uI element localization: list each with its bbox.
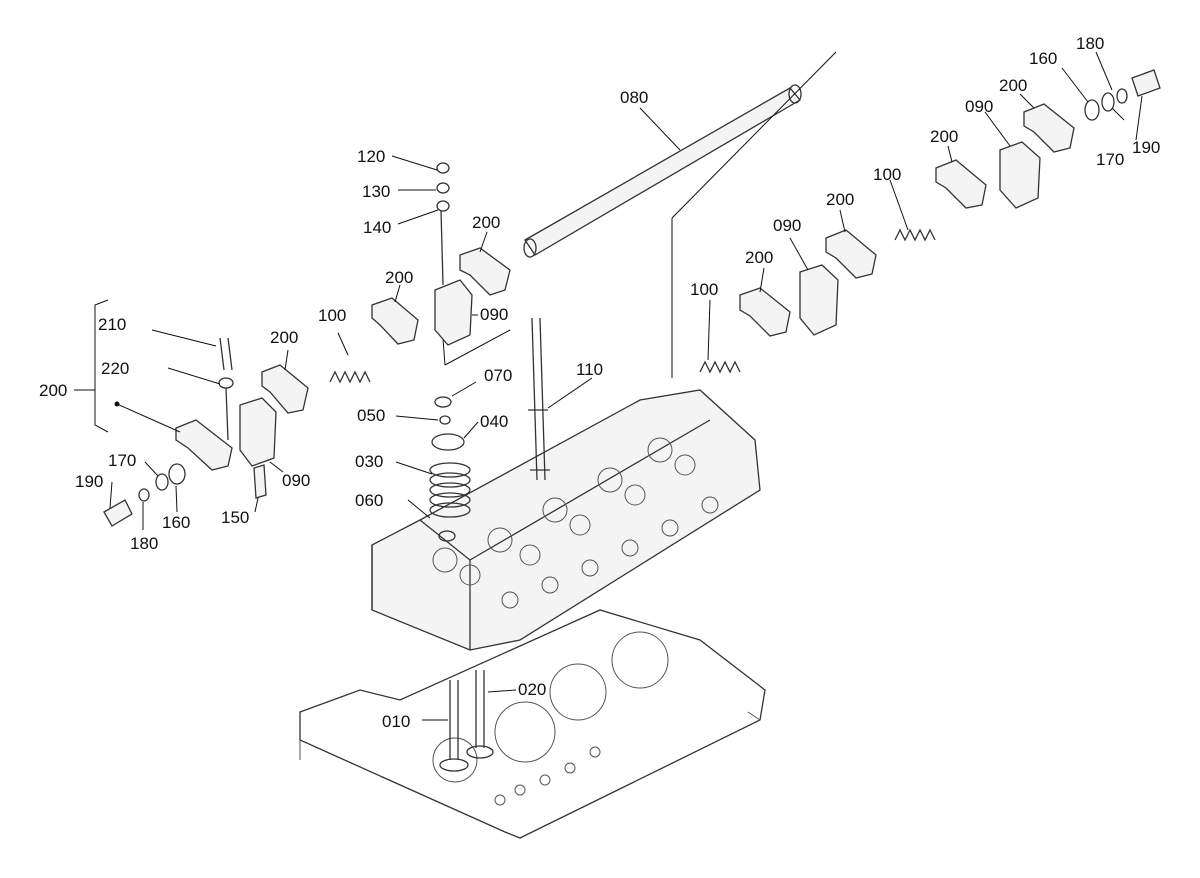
label-110: 110	[576, 360, 603, 379]
part-labels: 080 120 130 140 200 200 090 100 200 210 …	[39, 34, 1160, 731]
valve-spring-stack	[429, 396, 471, 542]
label-170-left: 170	[108, 451, 136, 470]
cylinder-head	[371, 389, 761, 651]
label-200-right-lower: 200	[745, 248, 773, 267]
label-090-right-top: 090	[965, 97, 993, 116]
label-190-left: 190	[75, 472, 103, 491]
label-200-mid: 200	[385, 268, 413, 287]
label-100-right: 100	[873, 165, 901, 184]
label-200-upper: 200	[472, 213, 500, 232]
label-200-left: 200	[270, 328, 298, 347]
label-150: 150	[221, 508, 249, 527]
leader-lines	[74, 51, 1143, 721]
label-010: 010	[382, 712, 410, 731]
label-160-left: 160	[162, 513, 190, 532]
label-200-right-third: 200	[826, 190, 854, 209]
label-190-right: 190	[1132, 138, 1160, 157]
label-140: 140	[363, 218, 391, 237]
label-060: 060	[355, 491, 383, 510]
rocker-shaft	[523, 84, 802, 258]
label-180-left: 180	[130, 534, 158, 553]
label-100-right-lower: 100	[690, 280, 718, 299]
label-020: 020	[518, 680, 546, 699]
label-130: 130	[362, 182, 390, 201]
label-170-right: 170	[1096, 150, 1124, 169]
label-090-right-lower: 090	[773, 216, 801, 235]
label-050: 050	[357, 406, 385, 425]
label-120: 120	[357, 147, 385, 166]
label-200-right-top: 200	[999, 76, 1027, 95]
label-070: 070	[484, 366, 512, 385]
label-080: 080	[620, 88, 648, 107]
label-220: 220	[101, 359, 129, 378]
label-090-left: 090	[282, 471, 310, 490]
valves	[439, 670, 494, 772]
explode-frame	[94, 51, 837, 433]
label-030: 030	[355, 452, 383, 471]
label-180-right: 180	[1076, 34, 1104, 53]
label-210: 210	[98, 315, 126, 334]
label-040: 040	[480, 412, 508, 431]
head-gasket	[299, 609, 766, 839]
label-200-right-second: 200	[930, 127, 958, 146]
label-090-center: 090	[480, 305, 508, 324]
right-rocker-assembly	[699, 69, 1161, 374]
left-rocker-assembly	[103, 162, 511, 527]
push-rod	[528, 317, 550, 481]
label-160-right: 160	[1029, 49, 1057, 68]
label-200-group: 200	[39, 381, 67, 400]
label-100-left: 100	[318, 306, 346, 325]
